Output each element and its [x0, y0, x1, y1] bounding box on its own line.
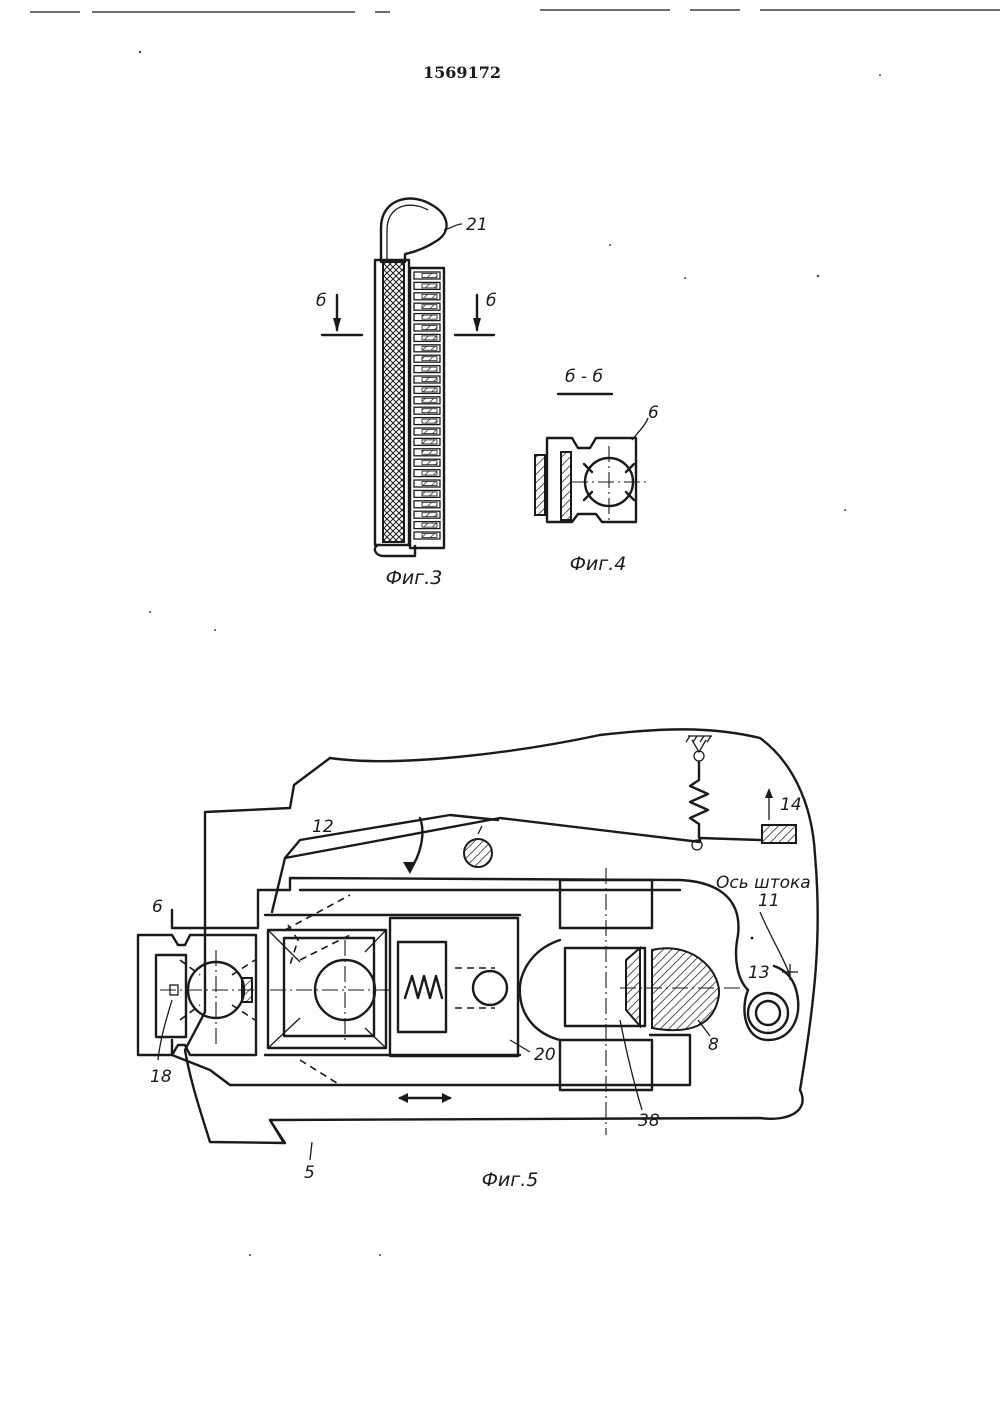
plate-stack	[414, 272, 440, 539]
plate-insert	[422, 502, 437, 506]
label-8: 8	[708, 1035, 719, 1055]
label-6-fig4: 6	[648, 403, 659, 423]
label-38: 38	[638, 1111, 660, 1131]
plate-insert	[422, 336, 437, 340]
plate-insert	[422, 315, 437, 319]
plate-insert	[422, 471, 437, 475]
plate-insert	[422, 326, 437, 330]
label-20: 20	[534, 1045, 556, 1065]
plate-insert	[422, 461, 437, 465]
plate-insert	[422, 513, 437, 517]
plate-insert	[422, 398, 437, 402]
label-12: 12	[312, 817, 334, 837]
plate-insert	[422, 409, 437, 413]
plate-insert	[422, 523, 437, 527]
double-arrow	[398, 1093, 452, 1103]
fig3-caption: Фиг.3	[386, 567, 443, 589]
label-18: 18	[150, 1067, 172, 1087]
plate-insert	[422, 492, 437, 496]
plate-insert	[422, 284, 437, 288]
top-border-marks	[30, 10, 1000, 12]
plate-insert	[422, 430, 437, 434]
plate-insert	[422, 378, 437, 382]
plate-insert	[422, 482, 437, 486]
figure-3: 21 б б Фиг.3	[316, 199, 496, 589]
label-14: 14	[780, 795, 802, 815]
label-5: 5	[304, 1163, 315, 1183]
label-21: 21	[466, 215, 488, 235]
plate-insert	[422, 357, 437, 361]
label-6: 6	[152, 897, 163, 917]
plate-insert	[422, 274, 437, 278]
plate-insert	[422, 346, 437, 350]
plate-insert	[422, 440, 437, 444]
label-11: 11	[758, 891, 780, 911]
section-mark-left: б	[316, 291, 326, 311]
plate-insert	[422, 419, 437, 423]
patent-number: 1569172	[423, 63, 501, 82]
figure-5: 12 14 Ось штока 11	[138, 729, 818, 1191]
plate-insert	[422, 294, 437, 298]
plate-insert	[422, 367, 437, 371]
scan-specks	[139, 51, 881, 1256]
label-13: 13	[748, 963, 770, 983]
fig4-caption: Фиг.4	[570, 553, 627, 575]
plate-insert	[422, 305, 437, 309]
spring-top	[686, 736, 712, 850]
axis-label: Ось штока	[716, 873, 811, 893]
plate-insert	[422, 534, 437, 538]
section-mark-right: б	[486, 291, 496, 311]
plate-insert	[422, 388, 437, 392]
figure-4: б - б 6 Фиг.4	[535, 367, 659, 575]
plate-insert	[422, 450, 437, 454]
fig5-caption: Фиг.5	[482, 1169, 539, 1191]
section-title: б - б	[565, 367, 603, 387]
